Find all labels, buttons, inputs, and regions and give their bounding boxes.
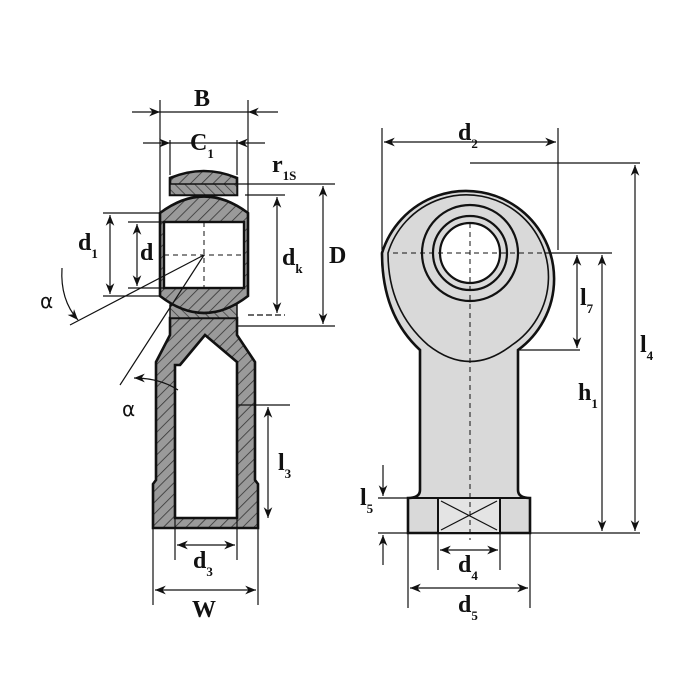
tilt-angle-line xyxy=(69,254,205,326)
label-D: D xyxy=(329,243,346,269)
label-dk-subscript: k xyxy=(295,261,303,276)
front-view: d2 l4 h1 l7 l5 d4 d5 xyxy=(360,120,654,623)
label-l7: l7 xyxy=(580,285,594,316)
label-W: W xyxy=(192,597,216,623)
threaded-bore xyxy=(173,333,239,520)
label-l4-main: l xyxy=(640,332,647,358)
angle-arc-arrow xyxy=(61,267,79,321)
label-d1-main: d xyxy=(78,230,92,256)
label-l7-main: l xyxy=(580,285,587,311)
label-dk: dk xyxy=(282,245,303,276)
tilt-angle-line xyxy=(119,254,205,386)
label-h1-main: h xyxy=(578,380,591,406)
label-d5: d5 xyxy=(458,592,478,623)
label-d5-main: d xyxy=(458,592,472,618)
label-d4-subscript: 4 xyxy=(471,568,478,583)
label-r1s: r1S xyxy=(272,152,296,183)
label-d2-main: d xyxy=(458,120,472,146)
label-l4-subscript: 4 xyxy=(647,348,654,363)
label-d3-main: d xyxy=(193,548,207,574)
label-l5: l5 xyxy=(360,485,374,516)
angle-arc-arrow xyxy=(133,373,179,391)
label-l5-main: l xyxy=(360,485,367,511)
label-r1s-main: r xyxy=(272,152,283,178)
label-l3-main: l xyxy=(278,450,285,476)
label-alpha-bottom: α xyxy=(122,397,135,421)
label-dk-main: d xyxy=(282,245,296,271)
liner-top xyxy=(169,183,238,196)
label-B: B xyxy=(194,86,210,112)
label-l7-subscript: 7 xyxy=(587,301,594,316)
label-d2-subscript: 2 xyxy=(471,136,478,151)
label-d1: d1 xyxy=(78,230,98,261)
label-l3-subscript: 3 xyxy=(285,466,292,481)
label-alpha-top: α xyxy=(40,289,53,313)
label-d4-main: d xyxy=(458,552,472,578)
label-d1-subscript: 1 xyxy=(91,246,98,261)
label-d3: d3 xyxy=(193,548,213,579)
label-h1: h1 xyxy=(578,380,598,411)
label-C1: C1 xyxy=(190,130,214,161)
label-d: d xyxy=(140,240,154,266)
label-d2: d2 xyxy=(458,120,478,151)
label-l4: l4 xyxy=(640,332,654,363)
label-C1-subscript: 1 xyxy=(207,146,214,161)
section-view: B C1 r1S dk D d1 d α α xyxy=(40,86,346,623)
label-h1-subscript: 1 xyxy=(591,396,598,411)
label-C1-main: C xyxy=(190,130,207,156)
head-inner-outline xyxy=(387,194,550,363)
label-l5-subscript: 5 xyxy=(367,501,374,516)
label-d5-subscript: 5 xyxy=(471,608,478,623)
label-d3-subscript: 3 xyxy=(206,564,213,579)
wrench-flat-cross xyxy=(440,500,498,531)
label-r1s-subscript: 1S xyxy=(283,168,297,183)
label-d4: d4 xyxy=(458,552,478,583)
label-l3: l3 xyxy=(278,450,292,481)
